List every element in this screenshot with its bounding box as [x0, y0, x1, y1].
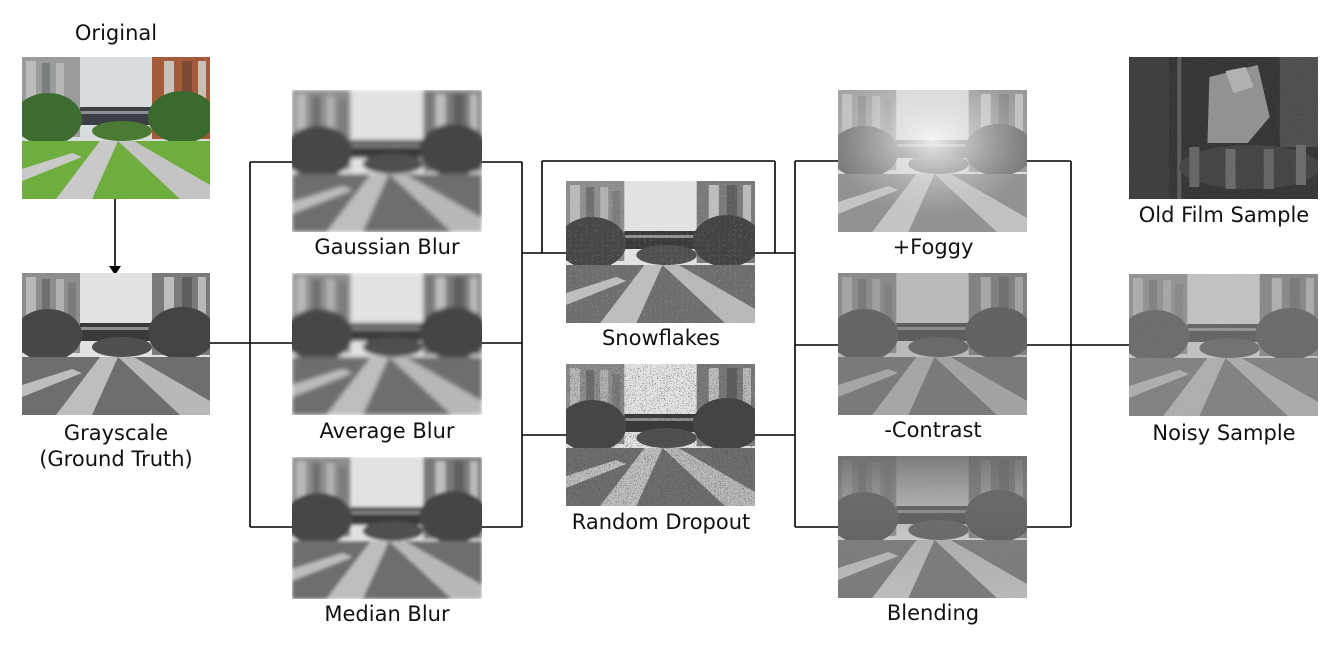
label-foggy: +Foggy	[892, 235, 974, 259]
image-median-blur	[292, 457, 482, 599]
image-grayscale	[22, 273, 210, 415]
arrowhead-icon	[109, 266, 121, 275]
label-grayscale: Grayscale (Ground Truth)	[0, 420, 232, 472]
image-blending	[838, 456, 1027, 598]
label-noisy-sample: Noisy Sample	[1152, 421, 1296, 445]
image-snowflakes	[566, 181, 755, 323]
label-median-blur: Median Blur	[324, 602, 450, 626]
label-average-blur: Average Blur	[319, 419, 455, 443]
label-grayscale-line1: Grayscale	[63, 421, 169, 445]
image-gaussian-blur	[292, 90, 482, 232]
label-old-film-sample: Old Film Sample	[1138, 203, 1310, 227]
image-original	[22, 57, 210, 199]
image-noisy-sample	[1129, 274, 1318, 416]
image-foggy	[838, 90, 1027, 232]
image-old-film-sample	[1129, 57, 1318, 199]
image-average-blur	[292, 273, 482, 415]
label-gaussian-blur: Gaussian Blur	[314, 235, 460, 259]
label-snowflakes: Snowflakes	[601, 326, 721, 350]
label-random-dropout: Random Dropout	[571, 510, 751, 534]
label-contrast: -Contrast	[884, 418, 982, 442]
image-contrast	[838, 273, 1027, 415]
label-blending: Blending	[886, 601, 980, 625]
label-grayscale-line2: (Ground Truth)	[39, 447, 193, 471]
label-original: Original	[74, 21, 158, 45]
image-random-dropout	[566, 364, 755, 506]
